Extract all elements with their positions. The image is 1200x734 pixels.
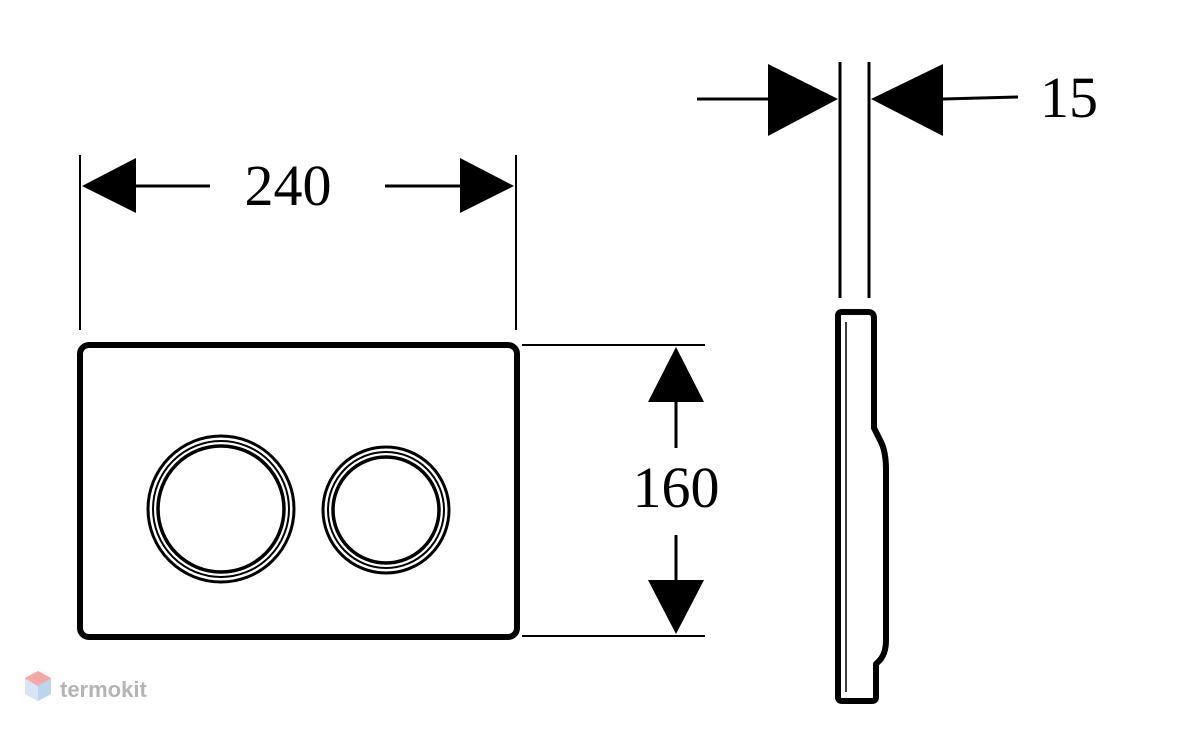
width-dimension: 240 [79,153,517,330]
width-label: 240 [245,153,332,218]
arrowhead-left [82,158,136,213]
height-dimension: 160 [522,344,720,637]
front-view [77,342,520,640]
side-profile [835,309,889,704]
flush-button-large [146,434,296,584]
depth-dimension: 15 [697,64,1098,136]
height-label: 160 [633,455,720,520]
arrowhead-down [648,580,704,634]
arrowhead-depth-left [768,64,838,136]
flush-button-small [321,445,451,575]
arrowhead-right [460,158,514,213]
plate-outline [77,342,520,640]
watermark: termokit [25,671,147,702]
hexagon-logo-icon [25,671,51,701]
depth-leader-right [942,95,1019,101]
arrowhead-depth-right [871,64,943,136]
watermark-text: termokit [60,677,147,702]
side-view [835,62,889,704]
arrowhead-up [648,347,704,402]
depth-label: 15 [1040,65,1098,130]
